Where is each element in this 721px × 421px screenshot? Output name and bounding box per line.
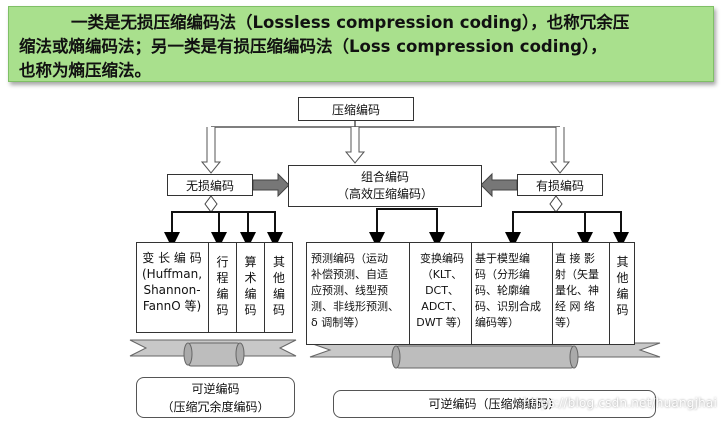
method-lossy-other: 其 他 编 码 (616, 255, 629, 317)
lossy-divider (409, 242, 410, 345)
arrow-to-center (344, 127, 366, 164)
block-arrow-left (252, 172, 290, 198)
lossless-result-box: 可逆编码 （压缩冗余度编码） (136, 377, 295, 418)
lossless-label: 无损编码 (185, 178, 234, 193)
lossless-divider (236, 242, 237, 333)
method-predictive: 预测编码（运动 补偿预测、自适 应预测、线型预 测、非线形预测、 δ 调制等） (311, 252, 399, 329)
lossless-divider (264, 242, 265, 333)
lossless-result-line-1: 可逆编码 (191, 382, 240, 396)
banner-line-3: 也称为熵压缩法。 (19, 61, 151, 80)
lossless-methods-table (136, 242, 293, 333)
root-label: 压缩编码 (331, 102, 380, 117)
root-node: 压缩编码 (298, 97, 414, 121)
left-diamond (204, 195, 218, 213)
method-lossless-other: 其 他 编 码 (272, 255, 285, 317)
summary-banner: 一类是无损压缩编码法（Lossless compression coding），… (8, 6, 714, 82)
lossy-divider (471, 242, 472, 345)
left-scroll-shape (129, 339, 297, 367)
method-arithmetic: 算 术 编 码 (244, 255, 257, 317)
lossy-result-box: 可逆编码（压缩熵编码） (333, 390, 656, 418)
banner-line-2: 缩法或熵编码法；另一类是有损压缩编码法（Loss compression cod… (19, 37, 607, 56)
lossless-result-line-2: （压缩冗余度编码） (161, 400, 270, 414)
right-scroll-shape (309, 342, 661, 369)
arrow-to-left (200, 127, 222, 174)
block-arrow-right (480, 172, 518, 198)
center-node: 组合编码 （高效压缩编码） (288, 165, 482, 207)
banner-line-1: 一类是无损压缩编码法（Lossless compression coding），… (71, 13, 630, 32)
lossless-divider (208, 242, 209, 333)
method-transform: 变换编码 （KLT、 DCT、 ADCT、 DWT 等） (416, 252, 468, 329)
source-watermark: https://blog.csdn.net/huangjhai (523, 396, 717, 410)
center-label-2: （高效压缩编码） (336, 187, 433, 201)
method-direct-mapping: 直 接 影 射（矢量 量化、神 经 网 络 等） (555, 252, 599, 329)
arrow-to-right (549, 127, 571, 174)
method-model-based: 基于模型编 码（分形编 码、轮廓编 码、识别合成 编码等） (475, 252, 541, 329)
right-diamond (549, 195, 563, 213)
method-variable-length: 变 长 编 码 (Huffman, Shannon- FannO 等) (141, 251, 203, 313)
lossy-divider (609, 242, 610, 345)
method-run-length: 行 程 编 码 (216, 255, 229, 317)
lossy-node: 有损编码 (517, 174, 603, 196)
lossy-methods-table (306, 242, 635, 345)
lossy-divider (552, 242, 553, 345)
lossy-label: 有损编码 (535, 178, 584, 193)
lossy-result-label: 可逆编码（压缩熵编码） (428, 397, 561, 411)
center-label-1: 组合编码 (360, 170, 409, 184)
lossless-node: 无损编码 (167, 174, 253, 196)
